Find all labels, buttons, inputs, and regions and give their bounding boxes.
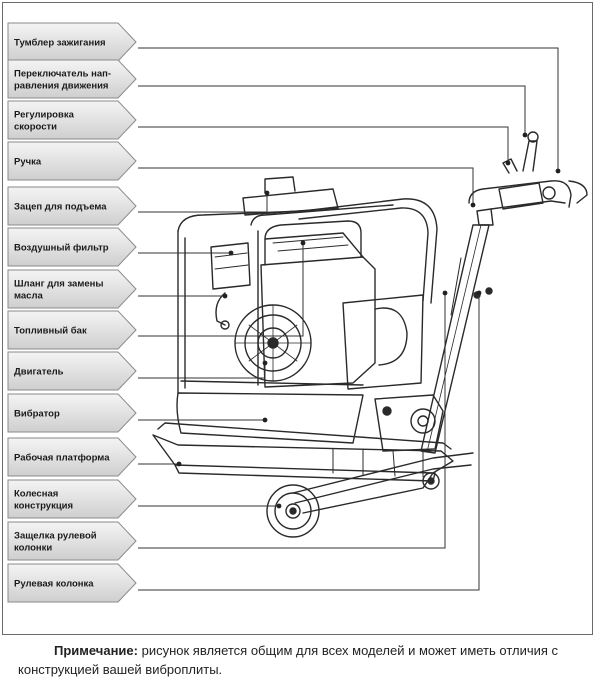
ignition-switch	[502, 158, 518, 174]
label-text: Рулевая колонка	[14, 579, 94, 590]
label-text: Рабочая платформа	[14, 453, 110, 464]
label-tag: Ручка	[7, 141, 137, 181]
note-prefix: Примечание:	[54, 643, 138, 658]
label-text: Зацеп для подъема	[14, 202, 107, 213]
air-filter	[210, 242, 251, 290]
label-tag: Воздушный фильтр	[7, 227, 137, 267]
engine-flywheel	[234, 304, 312, 382]
label-tag: Вибратор	[7, 393, 137, 433]
wheel	[266, 484, 320, 538]
label-tag: Рабочая платформа	[7, 437, 137, 477]
label-tag-shape	[7, 59, 137, 99]
label-tag-shape	[7, 393, 137, 433]
label-tag: Зацеп для подъема	[7, 186, 137, 226]
label-tag-shape	[7, 141, 137, 181]
note-text: рисунок является общим для всех моделей …	[18, 643, 559, 677]
label-text: Регулировка	[14, 110, 75, 121]
label-tag: Топливный бак	[7, 310, 137, 350]
label-tag-shape	[7, 269, 137, 309]
fuel-tank	[264, 220, 362, 258]
label-text: Двигатель	[14, 367, 64, 378]
label-tag: Переключатель нап-равления движения	[7, 59, 137, 99]
handle	[468, 180, 588, 226]
label-text: колонки	[14, 543, 52, 554]
leader-lines	[138, 47, 559, 591]
leader-dots	[176, 132, 561, 509]
label-tag-shape	[7, 521, 137, 561]
label-text: равления движения	[14, 81, 108, 92]
label-tag-shape	[7, 22, 137, 62]
label-text: Тумблер зажигания	[14, 38, 106, 49]
steering-column	[420, 224, 493, 454]
engine	[260, 256, 376, 388]
label-text: Переключатель нап-	[14, 69, 111, 80]
label-tag-shape	[7, 437, 137, 477]
machine-illustration	[152, 131, 588, 538]
label-tag-shape	[7, 227, 137, 267]
label-text: Шланг для замены	[14, 279, 104, 290]
label-text: Вибратор	[14, 409, 60, 420]
lifting-hook	[242, 188, 339, 216]
label-text: конструкция	[14, 501, 73, 512]
label-text: Ручка	[14, 157, 42, 168]
label-tag-shape	[7, 563, 137, 603]
label-text: Воздушный фильтр	[14, 243, 109, 254]
label-text: масла	[14, 291, 44, 302]
label-text: Топливный бак	[14, 326, 87, 337]
label-tag: Рулевая колонка	[7, 563, 137, 603]
speed-lever	[522, 140, 538, 172]
label-tag: Двигатель	[7, 351, 137, 391]
oil-hose	[215, 292, 226, 326]
label-tag-shape	[7, 479, 137, 519]
label-tag-shape	[7, 186, 137, 226]
label-tag-shape	[7, 351, 137, 391]
label-text: Колесная	[14, 489, 58, 500]
footnote: Примечание: рисунок является общим для в…	[18, 641, 588, 679]
label-text: скорости	[14, 122, 57, 133]
label-tag-shape	[7, 310, 137, 350]
label-tag: Тумблер зажигания	[7, 22, 137, 62]
label-tag-shape	[7, 100, 137, 140]
label-text: Защелка рулевой	[14, 531, 97, 542]
